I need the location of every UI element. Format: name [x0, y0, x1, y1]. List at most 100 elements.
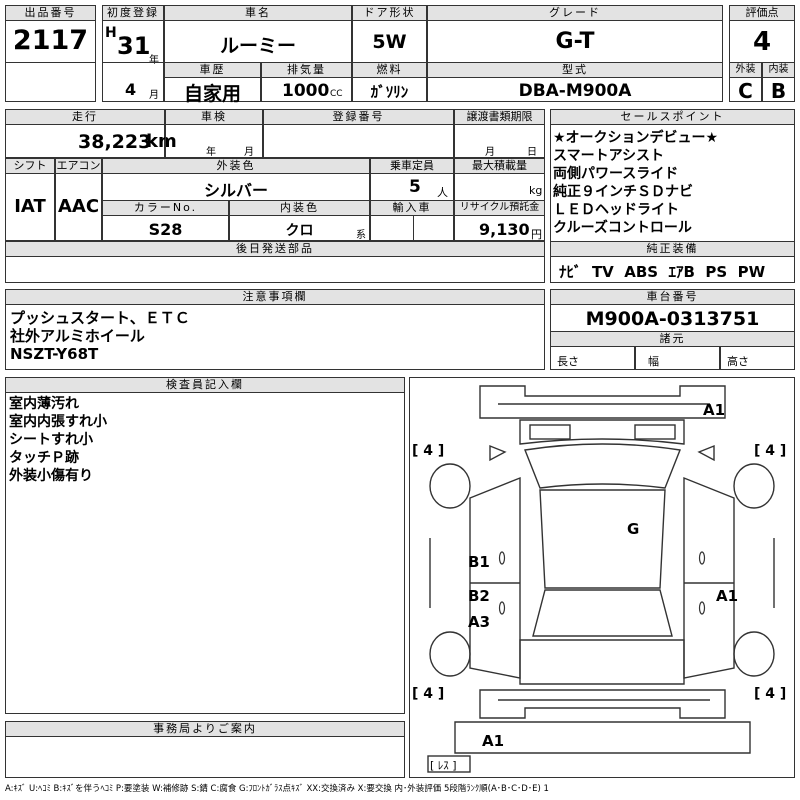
- reg-no-header: 登録番号: [263, 109, 454, 125]
- note-line: NSZT-Y68T: [10, 345, 99, 363]
- ext-color-header: 外装色: [102, 158, 370, 174]
- sales-points-header: セールスポイント: [550, 109, 795, 125]
- right-side-body: [683, 476, 735, 679]
- interior-grade-cell: B: [762, 77, 795, 103]
- inspector-note: 室内薄汚れ: [9, 396, 79, 412]
- displacement: 1000: [282, 81, 330, 101]
- reg-month: 4: [125, 80, 137, 99]
- lot-no-header: 出品番号: [5, 5, 96, 21]
- notes-header: 注意事項欄: [5, 289, 545, 305]
- car-diagram: A1 G B1 B2 A3 A1 A1 [ 4 ] [ 4 ] [ 4 ] [ …: [409, 377, 795, 778]
- chassis-no: M900A-0313751: [585, 308, 760, 330]
- score: 4: [752, 27, 772, 57]
- score-cell: 4: [729, 20, 795, 63]
- month-cell: 4 月: [102, 62, 164, 102]
- mark-front-bumper: A1: [703, 401, 725, 419]
- lot-number: 2117: [12, 25, 89, 56]
- wheel-rear-left: [429, 631, 471, 677]
- front-bumper: [479, 385, 726, 400]
- tire-tr: [ 4 ]: [754, 443, 786, 459]
- later-parts-cell: [5, 256, 545, 283]
- left-side-body: [469, 476, 521, 679]
- handle-lr: [498, 601, 506, 615]
- exterior-grade: C: [738, 79, 753, 103]
- mark-left-rear-door: B2: [468, 587, 490, 605]
- shift-cell: IAT: [5, 173, 55, 241]
- year-unit: 年: [149, 55, 159, 66]
- equipment-cell: ﾅﾋﾞ TV ABS ｴｱB PS PW: [550, 256, 795, 283]
- import-cell: [370, 215, 454, 241]
- mileage: 38,223: [78, 131, 152, 153]
- handle-rr: [698, 601, 706, 615]
- import-header: 輸入車: [370, 200, 454, 216]
- sales-points-list: ★オークションデビュー★ スマートアシスト 両側パワースライド 純正９インチＳＤ…: [553, 129, 718, 237]
- km-unit: km: [146, 131, 177, 152]
- first-reg-cell: H 31 年: [102, 20, 164, 66]
- inspector-header: 検査員記入欄: [5, 377, 405, 393]
- mark-left-front-door: B1: [468, 553, 490, 571]
- int-color-cell: クロ 系: [229, 215, 370, 241]
- history: 自家用: [183, 83, 241, 105]
- ext-color: シルバー: [203, 181, 268, 200]
- legend: A:ｷｽﾞ U:ﾍｺﾐ B:ｷｽﾞを伴うﾍｺﾐ P:要塗装 W:補修跡 S:錆 …: [5, 784, 549, 794]
- height-label: 高さ: [727, 355, 749, 368]
- notes-cell: プッシュスタート、ＥＴＣ 社外アルミホイール NSZT-Y68T: [5, 304, 545, 370]
- sales-point: ★オークションデビュー★: [553, 130, 719, 146]
- length-label: 長さ: [557, 355, 579, 368]
- capacity-header: 乗車定員: [370, 158, 454, 174]
- office-header: 事務局よりご案内: [5, 721, 405, 737]
- aircon-cell: AAC: [55, 173, 102, 241]
- lot-no-cell: 2117: [5, 20, 96, 63]
- sales-point: スマートアシスト: [553, 148, 665, 164]
- load-unit: kg: [529, 184, 543, 197]
- rear-bumper: [479, 689, 726, 719]
- car-diagram-svg: A1 G B1 B2 A3 A1 A1 [ 4 ] [ 4 ] [ 4 ] [ …: [412, 385, 786, 773]
- color-no-cell: S28: [102, 215, 229, 241]
- grade-header: グレード: [427, 5, 723, 21]
- fuel-header: 燃料: [352, 62, 427, 78]
- recycle-cell: 9,130 円: [454, 215, 545, 241]
- width-label: 幅: [648, 355, 659, 368]
- headlight-left: [529, 424, 571, 440]
- door-cell: 5W: [352, 20, 427, 63]
- door-header: ドア形状: [352, 5, 427, 21]
- tire-bl: [ 4 ]: [412, 686, 444, 702]
- history-cell: 自家用: [164, 77, 261, 105]
- mirror-left: [489, 444, 507, 462]
- car-name: ルーミー: [219, 35, 296, 57]
- fuel-cell: ｶﾞｿﾘﾝ: [352, 77, 427, 102]
- interior-header: 内装: [762, 62, 795, 78]
- transfer-day-unit: 日: [527, 147, 537, 158]
- grade-cell: G-T: [427, 20, 723, 63]
- tire-tl: [ 4 ]: [412, 443, 444, 459]
- mirror-right: [697, 444, 715, 462]
- yen-unit: 円: [531, 228, 542, 241]
- inspector-note: 外装小傷有り: [9, 468, 93, 484]
- rear-window: [532, 589, 673, 637]
- recycle-header: リサイクル預託金: [454, 200, 545, 216]
- inspector-note: 室内内張すれ小: [9, 414, 107, 430]
- rear-panel: [454, 721, 751, 754]
- model-cell: DBA-M900A: [427, 77, 723, 102]
- model-header: 型式: [427, 62, 723, 78]
- fuel: ｶﾞｿﾘﾝ: [370, 83, 409, 101]
- inspector-cell: 室内薄汚れ 室内内張すれ小 シートすれ小 タッチＰ跡 外装小傷有り: [5, 392, 405, 714]
- sales-point: 両側パワースライド: [553, 166, 679, 182]
- ext-color-cell: シルバー: [102, 173, 370, 201]
- int-color-header: 内装色: [229, 200, 370, 216]
- insp-month-unit: 月: [244, 147, 254, 158]
- windshield: [524, 443, 681, 489]
- displacement-header: 排気量: [261, 62, 352, 78]
- interior-grade: B: [770, 79, 787, 103]
- wheel-front-right: [733, 463, 775, 509]
- mileage-cell: 38,223 km: [5, 124, 177, 158]
- height-cell: 高さ: [720, 346, 795, 370]
- equipment-header: 純正装備: [550, 241, 795, 257]
- transfer-header: 譲渡書類期限: [454, 109, 545, 125]
- specs-header: 諸元: [550, 331, 795, 347]
- inspection-header: 車検: [165, 109, 263, 125]
- car-name-cell: ルーミー: [164, 20, 352, 63]
- capacity: 5: [409, 177, 421, 197]
- inspector-note: シートすれ小: [9, 432, 93, 448]
- headlight-right: [634, 424, 676, 440]
